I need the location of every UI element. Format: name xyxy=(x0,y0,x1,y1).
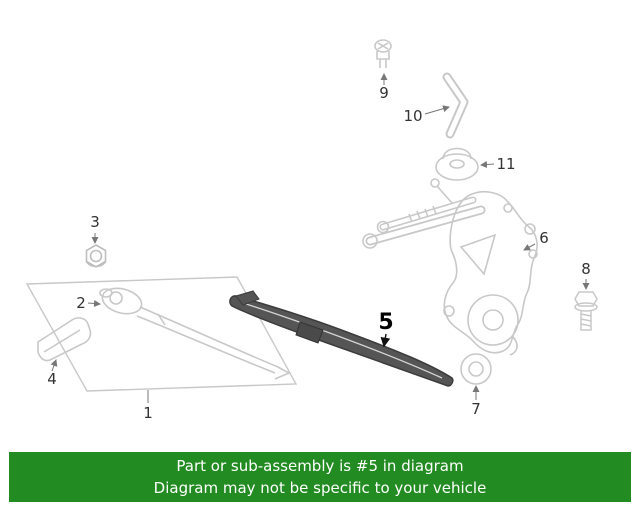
parts-diagram-canvas: 1 2 3 4 5 6 7 8 9 10 11 xyxy=(25,39,598,422)
part-6-motor-assembly xyxy=(362,178,538,356)
part-1-wiper-arm xyxy=(99,287,291,380)
part-9-nozzle xyxy=(374,39,392,68)
callout-2: 2 xyxy=(76,294,86,312)
part-4-cap xyxy=(37,317,92,362)
part-3-nut xyxy=(85,244,107,268)
part-10-hose xyxy=(442,72,469,139)
leader-to-part-5 xyxy=(380,333,391,348)
callout-9: 9 xyxy=(379,84,389,102)
callout-8: 8 xyxy=(581,260,591,278)
callout-5: 5 xyxy=(378,310,393,335)
part-8-bolt xyxy=(574,291,598,331)
part-1-bounding-box xyxy=(25,276,298,392)
callout-1: 1 xyxy=(143,404,153,422)
leader-to-part-6 xyxy=(523,243,536,251)
callout-leaders xyxy=(50,73,590,403)
callout-labels: 1 2 3 4 5 6 7 8 9 10 11 xyxy=(47,84,591,422)
highlight-banner: Part or sub-assembly is #5 in diagram Di… xyxy=(9,452,631,502)
part-11-grommet xyxy=(435,147,479,181)
leader-to-part-10 xyxy=(424,105,450,115)
callout-10: 10 xyxy=(403,107,422,125)
leader-to-part-2 xyxy=(87,300,101,307)
callout-7: 7 xyxy=(471,400,481,418)
callout-6: 6 xyxy=(539,229,549,247)
part-7-grommet xyxy=(460,353,492,385)
leader-to-part-4 xyxy=(50,359,58,372)
callout-4: 4 xyxy=(47,370,57,388)
banner-line-2: Diagram may not be specific to your vehi… xyxy=(153,479,487,497)
part-5-wiper-blade-highlighted xyxy=(229,290,454,387)
callout-11: 11 xyxy=(496,155,515,173)
callout-3: 3 xyxy=(90,213,100,231)
banner-line-1: Part or sub-assembly is #5 in diagram xyxy=(176,457,464,475)
leader-to-part-11 xyxy=(480,161,495,169)
